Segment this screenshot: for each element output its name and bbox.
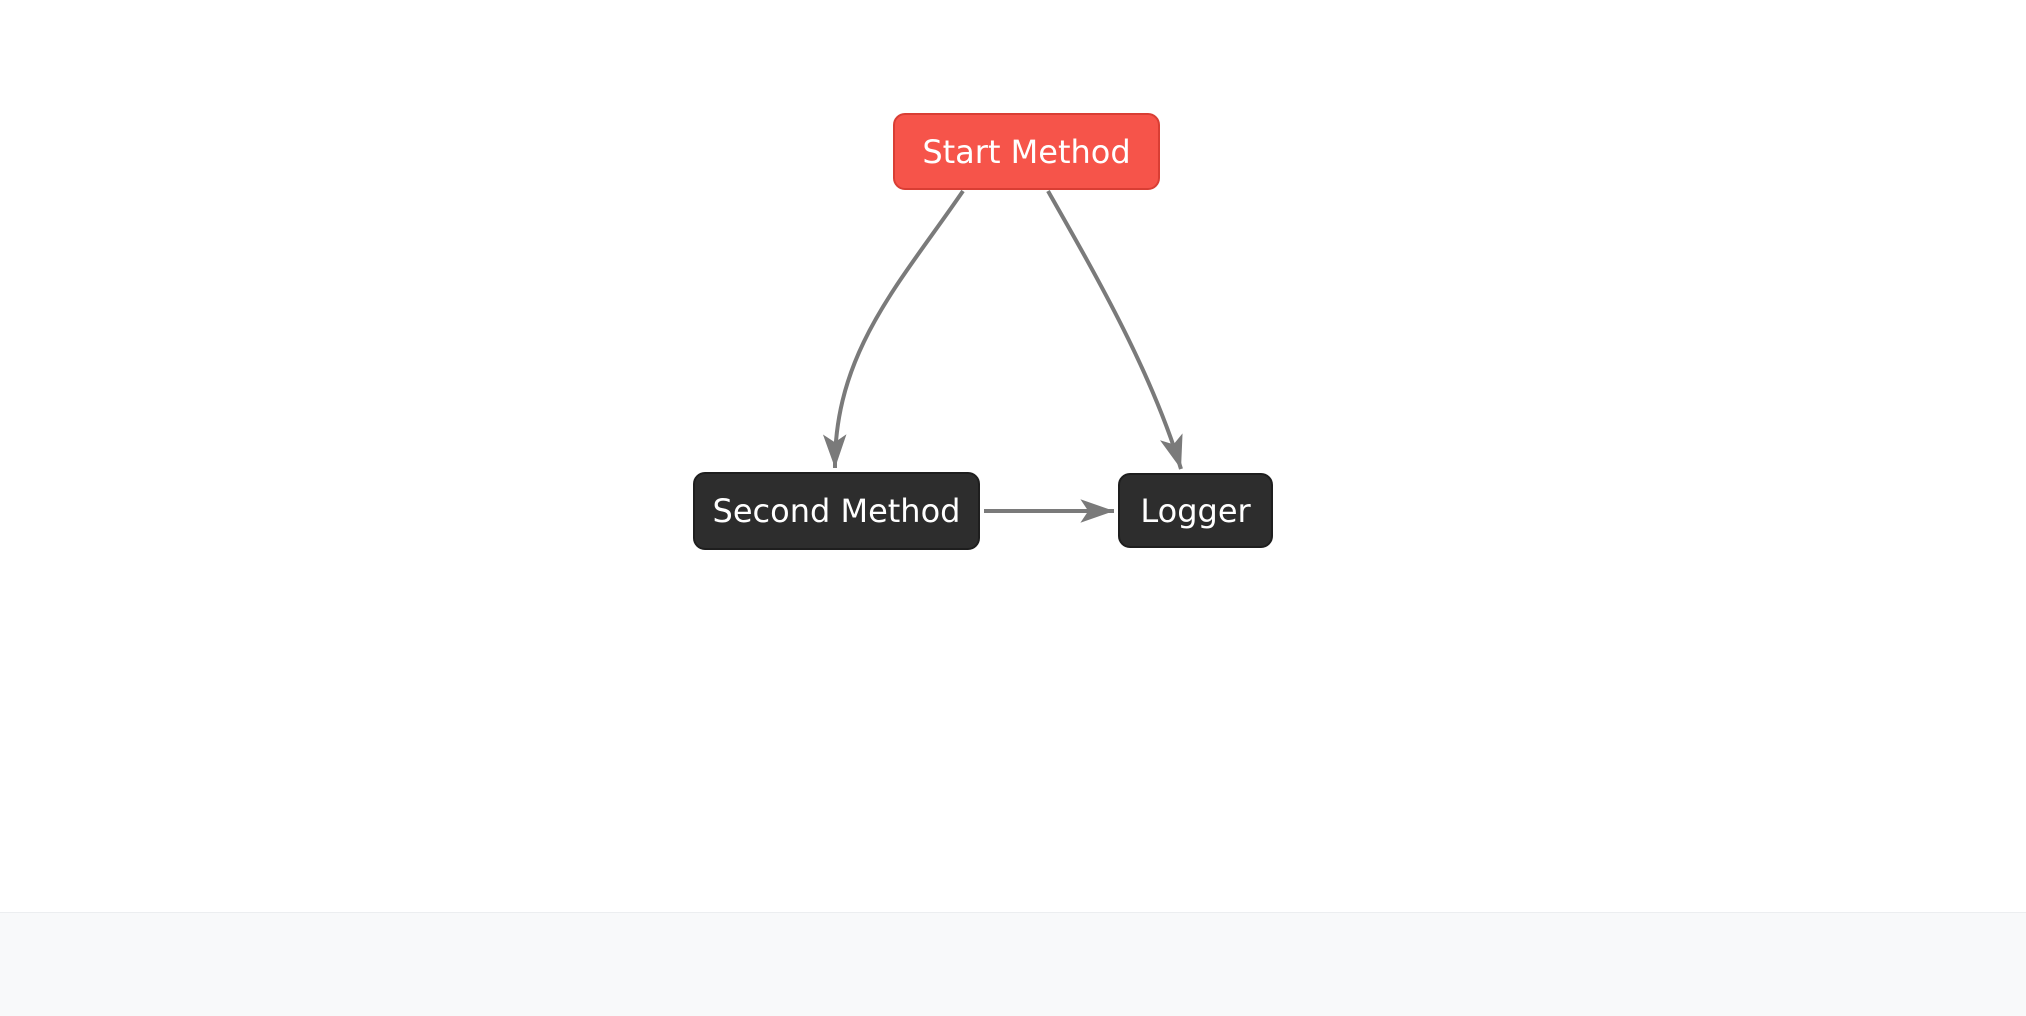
legend-bar: crewai Start Method Method Crew Method R… xyxy=(0,912,2026,1016)
node-start-method-label: Start Method xyxy=(922,132,1131,171)
node-logger-label: Logger xyxy=(1140,491,1251,530)
node-start-method[interactable]: Start Method xyxy=(893,113,1160,190)
edge-start-to-second-method xyxy=(822,189,965,469)
node-second-method[interactable]: Second Method xyxy=(693,472,980,550)
diagram-canvas[interactable]: Start Method Second Method Logger xyxy=(0,0,2026,912)
node-logger[interactable]: Logger xyxy=(1118,473,1273,548)
edges-layer xyxy=(822,189,1183,523)
edge-start-to-logger xyxy=(1046,190,1183,470)
node-second-method-label: Second Method xyxy=(712,492,961,530)
